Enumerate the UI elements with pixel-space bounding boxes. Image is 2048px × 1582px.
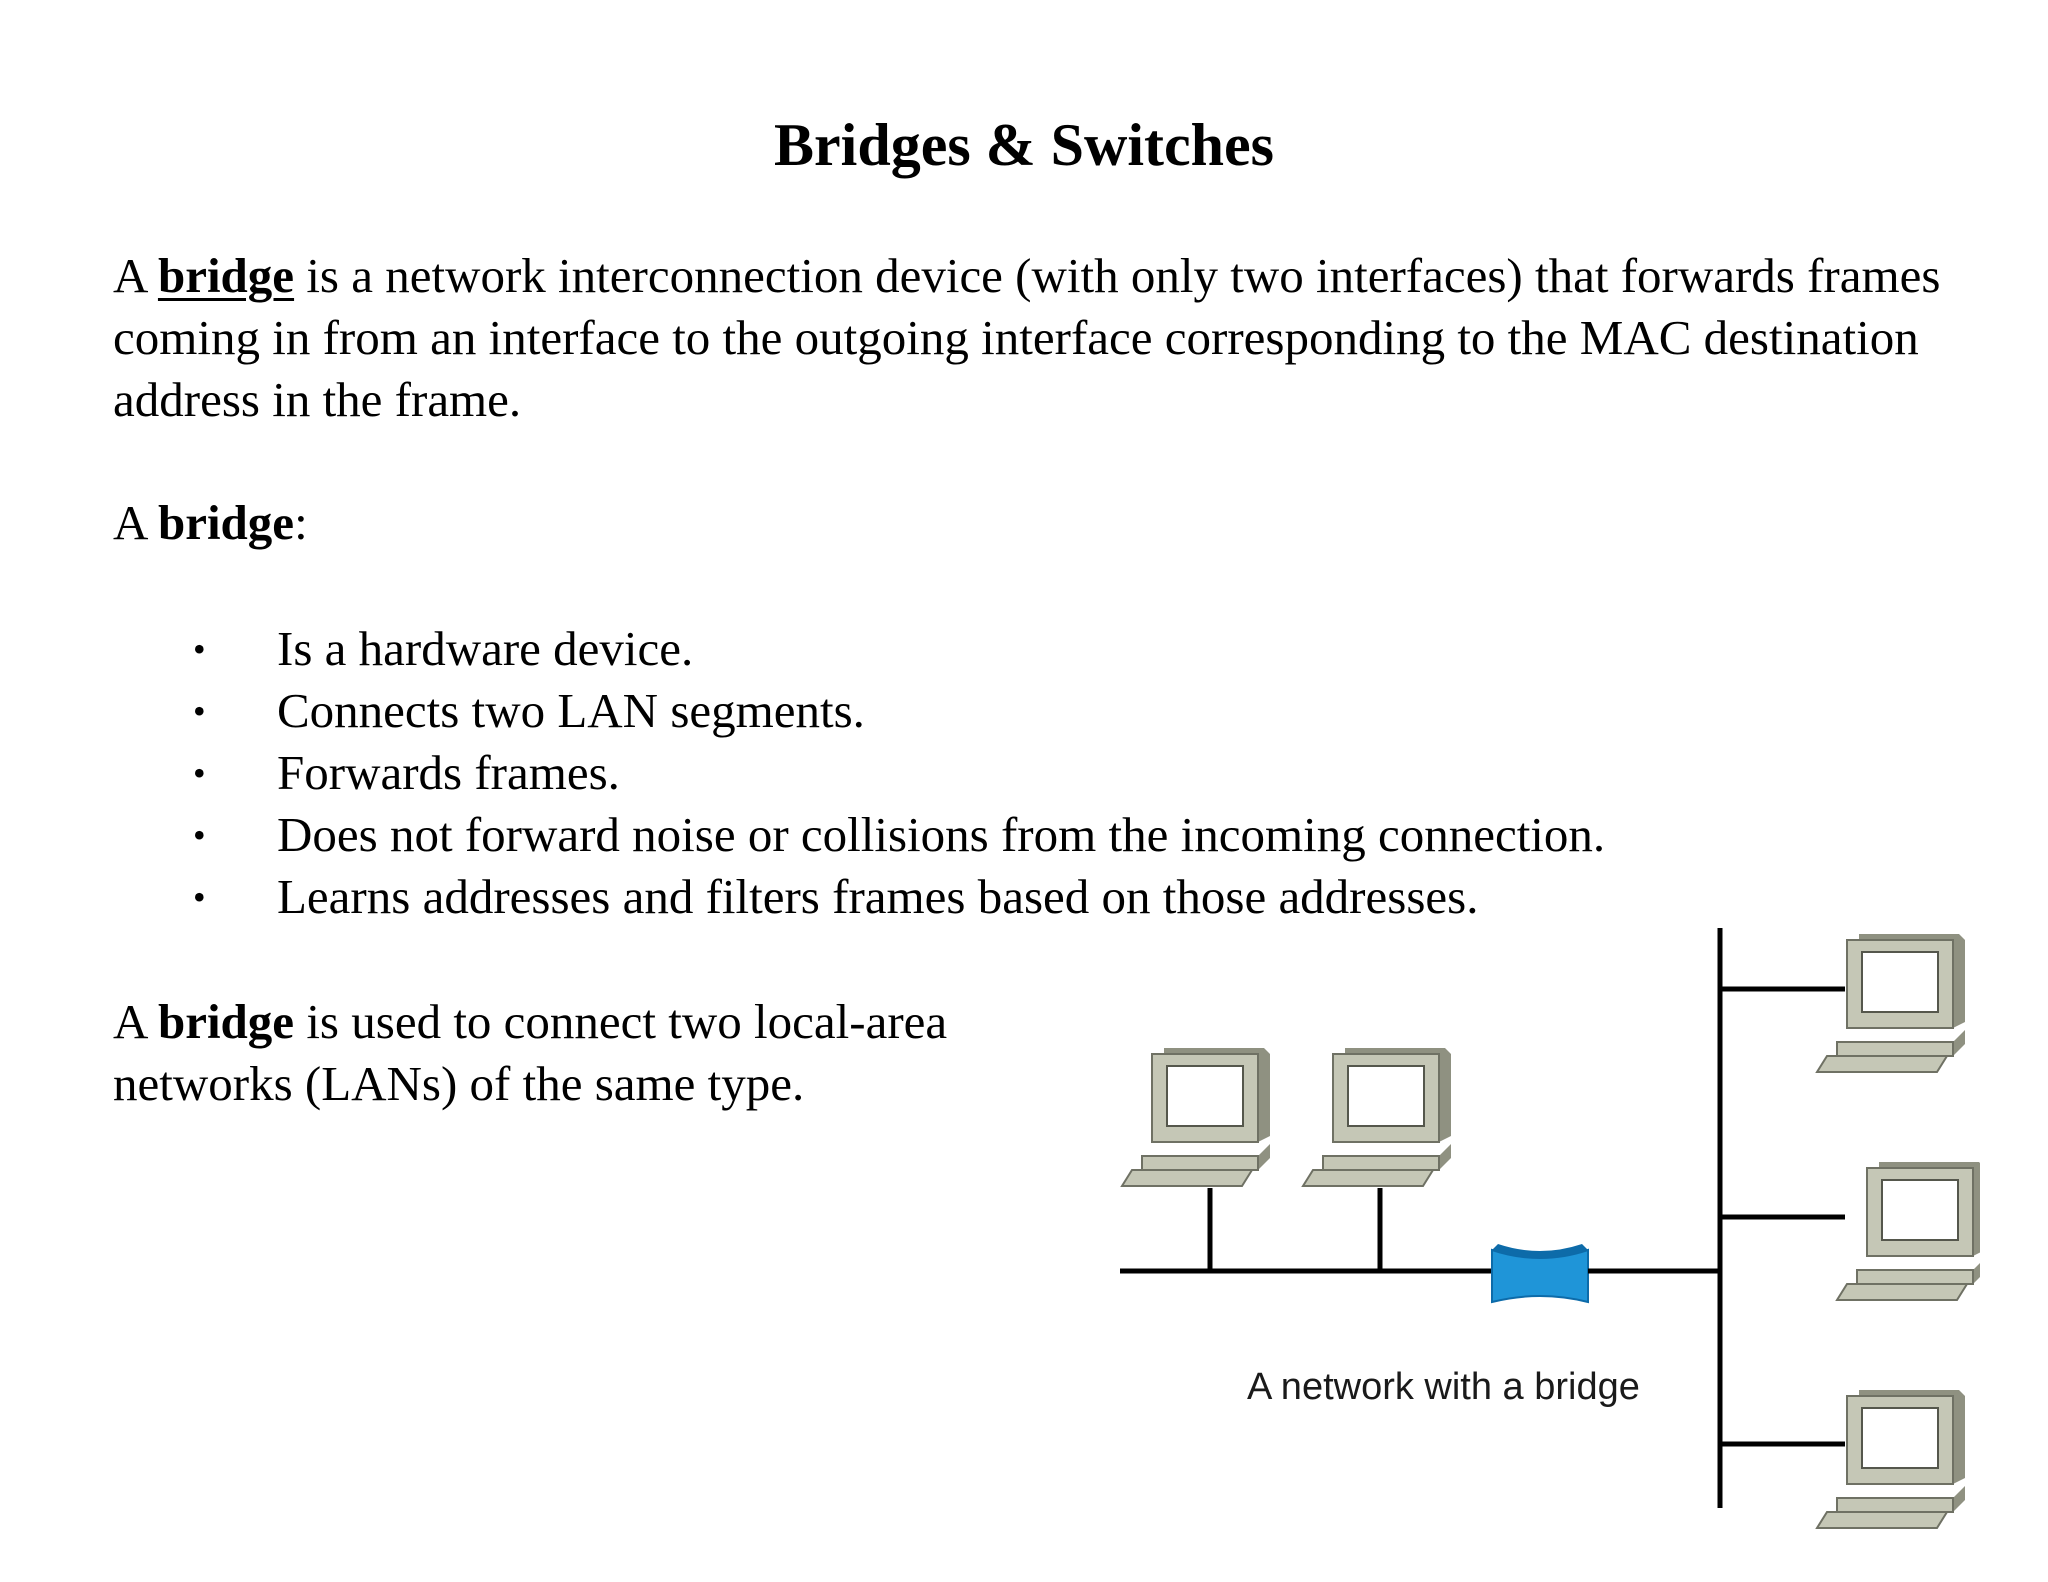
list-item: • Learns addresses and filters frames bas… <box>193 866 1793 928</box>
diagram-caption: A network with a bridge <box>1247 1366 1640 1408</box>
bullet-icon: • <box>193 691 206 731</box>
list-item-text: Forwards frames. <box>277 745 620 800</box>
list-item: • Is a hardware device. <box>193 618 1793 680</box>
bridge-definition-paragraph: A bridge is a network interconnection de… <box>113 245 1973 431</box>
computer-icon <box>1302 1047 1452 1187</box>
features-colon: : <box>294 495 308 550</box>
list-item: • Forwards frames. <box>193 742 1793 804</box>
computer-icon <box>1121 1047 1271 1187</box>
page-title: Bridges & Switches <box>774 112 1274 178</box>
computer-icon <box>1836 1161 1986 1301</box>
definition-text: is a network interconnection device (wit… <box>113 248 1941 427</box>
list-item-text: Learns addresses and filters frames base… <box>277 869 1479 924</box>
list-item: • Does not forward noise or collisions fr… <box>193 804 1793 866</box>
usage-prefix: A <box>113 994 158 1049</box>
bullet-icon: • <box>193 629 206 669</box>
computer-icon <box>1816 1389 1966 1529</box>
bridge-icon <box>1491 1244 1589 1304</box>
features-prefix: A <box>113 495 158 550</box>
bullet-icon: • <box>193 753 206 793</box>
bullet-icon: • <box>193 877 206 917</box>
bridge-term: bridge <box>157 994 295 1049</box>
definition-prefix: A <box>113 248 158 303</box>
list-item-text: Is a hardware device. <box>277 621 694 676</box>
bullet-icon: • <box>193 815 206 855</box>
network-bridge-diagram: A network with a bridge <box>1100 920 1986 1540</box>
usage-text: is used to connect two local-area networ… <box>113 994 948 1111</box>
list-item-text: Connects two LAN segments. <box>277 683 865 738</box>
list-item-text: Does not forward noise or collisions fro… <box>277 807 1606 862</box>
bridge-term: bridge <box>157 495 295 550</box>
bridge-features-intro: A bridge: <box>113 492 1013 554</box>
bridge-features-list: • Is a hardware device. • Connects two LAN… <box>193 618 1793 928</box>
network-diagram-svg <box>1120 928 1986 1529</box>
computer-icon <box>1816 933 1966 1073</box>
bridge-usage-paragraph: A bridge is used to connect two local-ar… <box>113 991 1133 1115</box>
bridge-term-underlined: bridge <box>157 248 295 303</box>
list-item: • Connects two LAN segments. <box>193 680 1793 742</box>
